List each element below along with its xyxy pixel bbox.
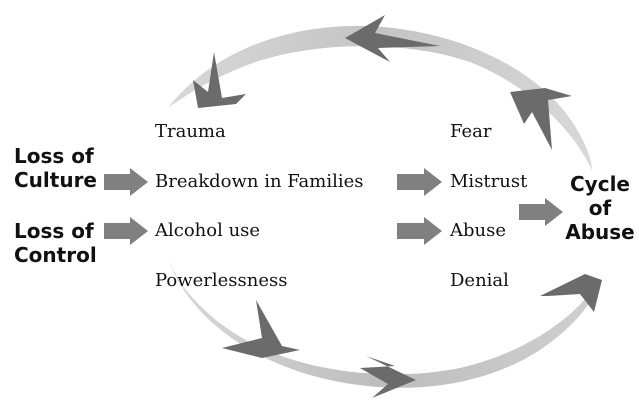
factor-fear: Fear <box>450 121 492 142</box>
factor-mistrust: Mistrust <box>450 171 528 192</box>
arrow-breakdown-to-mistrust <box>397 168 442 196</box>
factor-powerlessness: Powerlessness <box>155 270 288 291</box>
cycle-arrowhead-top-center <box>345 15 440 62</box>
outcome-line1: Cycle <box>570 172 630 196</box>
cycle-arrowhead-bottom-right <box>540 274 602 312</box>
arrow-to-cycle-of-abuse <box>519 198 563 226</box>
cycle-arrowhead-top-left <box>193 52 246 108</box>
factor-trauma: Trauma <box>155 121 226 142</box>
cycle-arrowhead-bottom-left <box>222 300 300 358</box>
cause-loss-of-control-line1: Loss of <box>14 219 94 243</box>
factor-alcohol-use: Alcohol use <box>155 220 261 241</box>
cause-loss-of-culture-line2: Culture <box>14 168 97 192</box>
factor-breakdown-in-families: Breakdown in Families <box>155 171 364 192</box>
arrow-alcohol-to-abuse <box>397 217 442 245</box>
arrow-culture-to-breakdown <box>104 168 148 196</box>
cause-loss-of-control-line2: Control <box>14 243 97 267</box>
cycle-arrowhead-top-right <box>510 88 572 150</box>
cycle-arrowhead-bottom-center <box>360 356 416 398</box>
arrow-control-to-alcohol <box>104 217 148 245</box>
cause-loss-of-culture: Loss of Culture <box>14 144 97 192</box>
factor-denial: Denial <box>450 270 509 291</box>
cause-loss-of-control: Loss of Control <box>14 219 97 267</box>
cause-loss-of-culture-line1: Loss of <box>14 144 94 168</box>
cycle-arc-top <box>168 25 592 171</box>
factor-abuse: Abuse <box>450 220 507 241</box>
outcome-cycle-of-abuse: Cycle of Abuse <box>562 172 638 244</box>
outcome-line3: Abuse <box>565 220 635 244</box>
outcome-line2: of <box>588 196 612 220</box>
cycle-arc-bottom <box>168 258 600 388</box>
